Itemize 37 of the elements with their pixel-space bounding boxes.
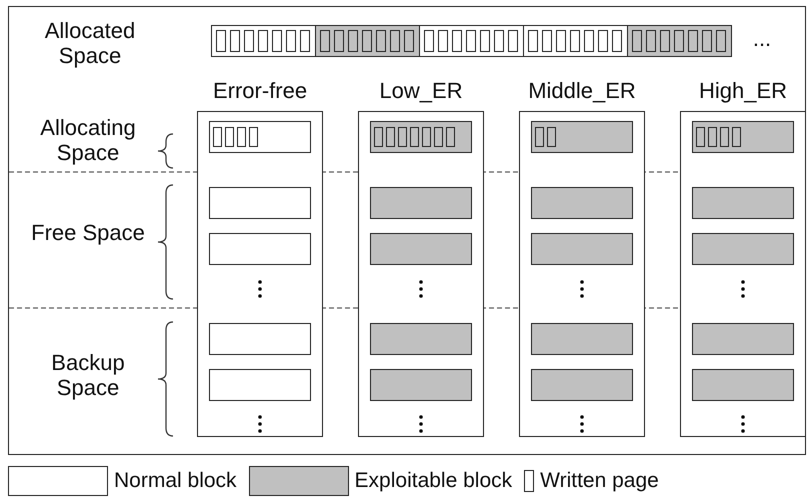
ellipsis: ... bbox=[752, 26, 772, 51]
allocated-block bbox=[627, 25, 732, 57]
allocating-block bbox=[531, 121, 633, 153]
block bbox=[692, 369, 794, 401]
block bbox=[692, 323, 794, 355]
block bbox=[370, 233, 472, 265]
block bbox=[692, 233, 794, 265]
block bbox=[370, 187, 472, 219]
block bbox=[370, 369, 472, 401]
column-heading: Low_ER bbox=[378, 78, 464, 104]
allocated-block bbox=[315, 25, 420, 57]
column-heading: Error-free bbox=[212, 78, 308, 104]
allocating-block bbox=[209, 121, 311, 153]
block bbox=[209, 233, 311, 265]
block bbox=[209, 323, 311, 355]
allocated-block bbox=[419, 25, 524, 57]
allocated-block bbox=[523, 25, 628, 57]
legend-text: Normal block bbox=[114, 469, 237, 493]
block bbox=[692, 187, 794, 219]
space-label: Backup Space bbox=[50, 350, 126, 400]
allocated-block bbox=[211, 25, 316, 57]
block bbox=[531, 323, 633, 355]
space-label: Allocating Space bbox=[39, 115, 137, 165]
block bbox=[370, 323, 472, 355]
block bbox=[531, 369, 633, 401]
allocating-block bbox=[370, 121, 472, 153]
block bbox=[531, 187, 633, 219]
space-label: Free Space bbox=[30, 220, 146, 245]
column-heading: High_ER bbox=[698, 78, 788, 104]
space-label: Allocated Space bbox=[44, 18, 136, 68]
legend-text: Written page bbox=[540, 469, 659, 493]
column-heading: Middle_ER bbox=[527, 78, 637, 104]
block bbox=[531, 233, 633, 265]
block bbox=[209, 369, 311, 401]
block bbox=[209, 187, 311, 219]
legend-text: Exploitable block bbox=[354, 469, 512, 493]
allocating-block bbox=[692, 121, 794, 153]
